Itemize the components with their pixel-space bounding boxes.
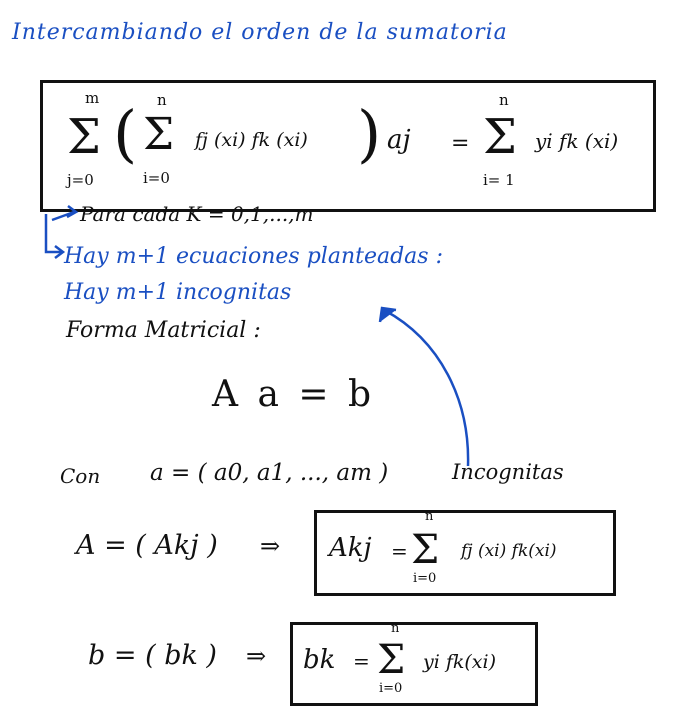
- para-arrow: [51, 210, 75, 222]
- incognitas-link-arrow: [383, 308, 470, 467]
- title: Intercambiando el orden de la sumatoria: [12, 20, 508, 45]
- outer-sum-bottom: j=0: [67, 171, 94, 189]
- rhs-term: yi fk (xi): [535, 129, 619, 153]
- b-box-term: yi fk(xi): [423, 651, 497, 673]
- A-box-lhs: Akj: [329, 533, 372, 563]
- b-box-equals: =: [353, 649, 370, 673]
- A-box-term: fj (xi) fk(xi): [461, 541, 557, 561]
- inner-sum-top: n: [157, 91, 167, 109]
- hay-ecuaciones-text: Hay m+1 ecuaciones planteadas :: [64, 244, 443, 269]
- main-equation-box: Σ m j=0 ( Σ n i=0 fj (xi) fk (xi) ) aj =…: [40, 80, 656, 212]
- hay-arrow: [44, 214, 62, 254]
- A-implies-arrow: ⇒: [260, 532, 281, 560]
- b-box-lhs: bk: [303, 645, 336, 675]
- unknowns-vector: a = ( a0, a1, ..., am ): [150, 460, 389, 486]
- con-label: Con: [60, 464, 101, 488]
- rhs-sum-bottom: i= 1: [483, 171, 515, 189]
- b-implies-arrow: ⇒: [246, 642, 267, 670]
- para-arrow-head: [66, 205, 79, 219]
- left-paren: (: [113, 97, 138, 170]
- equals-sign: =: [451, 131, 470, 156]
- b-sum-bottom: i=0: [379, 681, 403, 696]
- rhs-sum-symbol: Σ: [483, 109, 517, 165]
- matrix-equation: A a = b: [212, 374, 375, 415]
- inner-term: fj (xi) fk (xi): [195, 129, 308, 151]
- inner-sum-symbol: Σ: [143, 109, 175, 160]
- hay-arrow-head: [54, 245, 66, 259]
- hay-incognitas-text: Hay m+1 incognitas: [64, 280, 292, 305]
- b-sum-symbol: Σ: [377, 637, 406, 683]
- b-definition-box: bk = Σ n i=0 yi fk(xi): [290, 621, 538, 706]
- para-cada-text: Para cada K = 0,1,...,m: [80, 202, 314, 226]
- A-sum-top: n: [425, 509, 434, 524]
- A-sum-symbol: Σ: [411, 527, 440, 573]
- A-definition-box: Akj = Σ n i=0 fj (xi) fk(xi): [314, 509, 616, 596]
- A-sum-bottom: i=0: [413, 571, 437, 586]
- A-definition-lhs: A = ( Akj ): [76, 530, 218, 561]
- b-sum-top: n: [391, 621, 400, 636]
- right-paren: ): [357, 97, 382, 170]
- rhs-sum-top: n: [499, 91, 509, 109]
- outer-sum-top: m: [85, 89, 100, 107]
- incognitas-label: Incognitas: [452, 460, 564, 484]
- coef-aj: aj: [387, 125, 411, 155]
- b-definition-lhs: b = ( bk ): [88, 640, 217, 671]
- inner-sum-bottom: i=0: [143, 169, 170, 187]
- A-box-equals: =: [391, 539, 408, 563]
- incognitas-link-arrow-head: [378, 306, 397, 323]
- forma-matricial-heading: Forma Matricial :: [66, 318, 261, 343]
- outer-sum-symbol: Σ: [67, 109, 101, 165]
